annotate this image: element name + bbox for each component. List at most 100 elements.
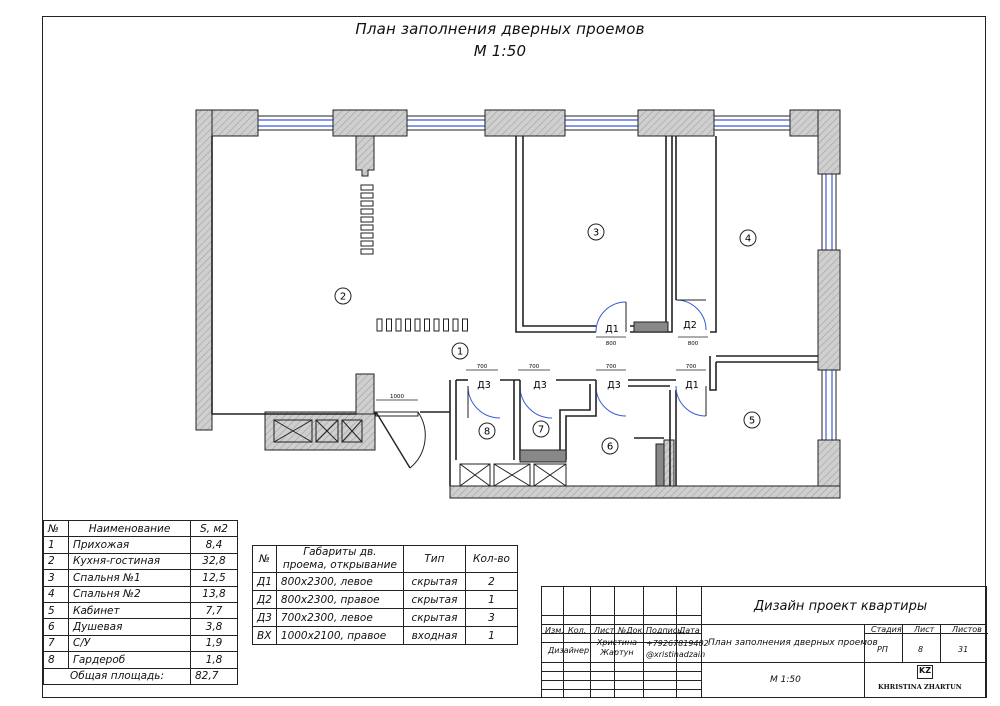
table-cell: 2	[464, 572, 519, 591]
col-header: S, м2	[190, 519, 238, 538]
radiator-segment	[360, 200, 374, 207]
svg-text:8: 8	[484, 427, 490, 438]
drawing-scale: М 1:50	[473, 42, 527, 60]
radiator-segment	[424, 318, 430, 332]
table-cell: 8,4	[190, 536, 238, 554]
table-cell: С/У	[68, 634, 191, 653]
table-cell: 5	[43, 601, 69, 620]
table-cell: 4	[43, 585, 69, 603]
stamp-sheets: 31	[958, 645, 969, 654]
table-cell: 3	[43, 569, 69, 587]
wall-left	[195, 109, 213, 431]
stamp-sheet: 8	[918, 645, 924, 654]
radiator-segment	[395, 318, 402, 332]
drawing-frame	[42, 16, 986, 698]
stamp-person: Христина Жартун	[596, 638, 638, 657]
wall-pier	[637, 109, 715, 137]
drawing-title: План заполнения дверных проемов	[355, 20, 645, 38]
wardrobes	[273, 419, 567, 487]
radiator-segment	[360, 216, 374, 223]
windows	[258, 119, 833, 440]
wall-shower	[663, 439, 675, 487]
entrance-door	[375, 411, 426, 469]
col-header: №	[43, 519, 69, 538]
svg-text:2: 2	[340, 292, 346, 303]
total-value: 82,7	[190, 667, 238, 685]
table-cell: скрытая	[402, 608, 466, 627]
door-width-label: 700	[686, 364, 697, 370]
table-cell: Д2	[252, 590, 277, 609]
wall-pier	[332, 109, 408, 137]
table-cell: Спальня №2	[68, 585, 191, 603]
door-width-label: 700	[606, 364, 617, 370]
room-label-2: 2	[334, 287, 352, 305]
col-header: №	[252, 545, 277, 573]
table-cell: Спальня №1	[68, 569, 191, 587]
door-mark: Д1	[605, 324, 618, 335]
stamp-role: Дизайнер	[548, 646, 590, 655]
table-cell: входная	[402, 626, 466, 645]
title-block: Изм. Кол. Лист №Док. Подпись Дата Дизайн…	[541, 586, 988, 698]
door-mark: Д3	[533, 380, 546, 391]
wall-bottom-left	[264, 411, 376, 451]
table-cell: 12,5	[190, 569, 238, 587]
table-cell: 700х2300, левое	[275, 608, 404, 627]
col-header: Тип	[402, 545, 466, 573]
radiator-vertical	[360, 184, 374, 255]
room-label-5: 5	[743, 411, 761, 429]
total-label: Общая площадь:	[43, 667, 191, 685]
wall-right-mid	[817, 249, 841, 371]
table-cell: 1	[464, 626, 519, 645]
table-cell: 1,9	[190, 634, 238, 653]
door-mark: Д2	[683, 320, 696, 331]
stamp-sheets-label: Листов	[952, 625, 982, 634]
room-label-3: 3	[587, 223, 605, 241]
stamp-sheet-title: План заполнения дверных проемов	[708, 638, 878, 648]
table-cell: Прихожая	[68, 536, 191, 554]
radiator-segment	[360, 208, 374, 215]
svg-text:5: 5	[749, 416, 755, 427]
table-cell: 2	[43, 552, 69, 571]
radiator-segment	[414, 318, 421, 332]
stamp-col-head: Дата	[679, 626, 700, 635]
stamp-handle: @xristinadzain	[646, 650, 706, 659]
radiator-segment	[405, 318, 411, 332]
table-cell: Д1	[252, 572, 277, 591]
door-width-label: 800	[606, 341, 617, 347]
radiator-horizontal	[376, 318, 468, 332]
logo-text: KHRISTINA ZHARTUN	[878, 683, 962, 691]
radiator-segment	[462, 318, 468, 332]
stamp-col-head: Изм.	[545, 626, 564, 635]
radiator-segment	[360, 232, 374, 239]
radiator-segment	[376, 318, 383, 332]
svg-text:4: 4	[745, 234, 751, 245]
wall-bottom	[449, 485, 841, 499]
table-cell: 13,8	[190, 585, 238, 603]
stamp-col-head: Кол.	[568, 626, 587, 635]
wall-pier	[484, 109, 566, 137]
stamp-col-head: Лист	[594, 626, 615, 635]
door-mark: Д1	[685, 380, 698, 391]
door-width-label: 700	[529, 364, 540, 370]
stamp-scale: М 1:50	[770, 675, 801, 685]
stamp-phone: +79267819402	[646, 639, 709, 648]
radiator-segment	[360, 248, 374, 255]
radiator-segment	[360, 184, 374, 191]
door-width-label: 800	[688, 341, 699, 347]
table-cell: 800х2300, левое	[275, 572, 404, 591]
table-cell: скрытая	[402, 590, 466, 609]
table-cell: Кабинет	[68, 601, 191, 620]
door-mark: Д3	[607, 380, 620, 391]
table-cell: скрытая	[402, 572, 466, 591]
radiator-segment	[433, 318, 440, 332]
